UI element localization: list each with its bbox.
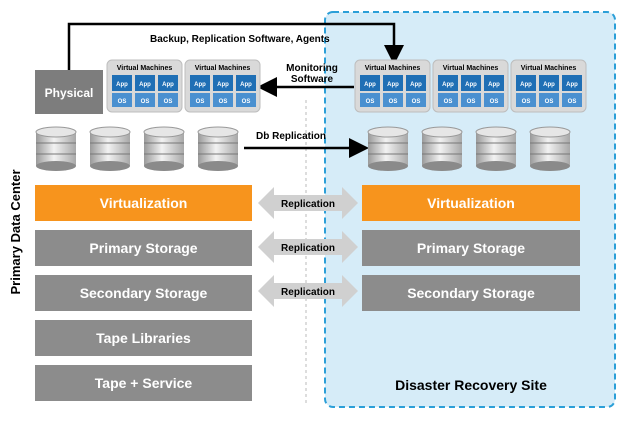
dr-secondary-storage-label: Secondary Storage: [407, 285, 535, 301]
replication-arrow-2: [258, 231, 358, 263]
tape-service-block: [35, 365, 252, 401]
replication-label-3: Replication: [281, 287, 335, 298]
database-icon: [35, 126, 77, 171]
physical-box: [35, 70, 103, 114]
os-label: OS: [389, 99, 398, 105]
app-label: App: [217, 82, 229, 88]
os-label: OS: [444, 99, 453, 105]
os-label: OS: [242, 99, 251, 105]
app-label: App: [465, 82, 477, 88]
app-label: App: [240, 82, 252, 88]
os-label: OS: [164, 99, 173, 105]
os-label: OS: [545, 99, 554, 105]
tape-service-label: Tape + Service: [95, 375, 193, 391]
app-label: App: [364, 82, 376, 88]
primary-secondary-storage-label: Secondary Storage: [80, 285, 208, 301]
db-replication-label: Db Replication: [256, 131, 326, 142]
primary-data-center-title: Primary Data Center: [8, 170, 23, 295]
vm-cluster-title: Virtual Machines: [443, 65, 499, 72]
primary-storage-block: [35, 230, 252, 266]
app-label: App: [442, 82, 454, 88]
vm-cluster-title: Virtual Machines: [521, 65, 577, 72]
app-label: App: [116, 82, 128, 88]
primary-storage-label: Primary Storage: [89, 240, 197, 256]
app-label: App: [520, 82, 532, 88]
database-icon: [197, 126, 239, 171]
dr-primary-storage-block: [362, 230, 580, 266]
dr-primary-storage-label: Primary Storage: [417, 240, 525, 256]
app-label: App: [387, 82, 399, 88]
os-label: OS: [522, 99, 531, 105]
os-label: OS: [196, 99, 205, 105]
os-label: OS: [141, 99, 150, 105]
database-icon: [89, 126, 131, 171]
backup-label: Backup, Replication Software, Agents: [150, 34, 330, 45]
database-icon: [143, 126, 185, 171]
dr-virtualization-label: Virtualization: [427, 195, 515, 211]
primary-virtualization-label: Virtualization: [100, 195, 188, 211]
backup-connector: [67, 22, 404, 70]
tape-libraries-block: [35, 320, 252, 356]
replication-arrow-3: [258, 275, 358, 307]
app-label: App: [488, 82, 500, 88]
os-label: OS: [467, 99, 476, 105]
os-label: OS: [366, 99, 375, 105]
os-label: OS: [490, 99, 499, 105]
tape-libraries-label: Tape Libraries: [96, 330, 191, 346]
os-label: OS: [568, 99, 577, 105]
monitoring-label-line2: Software: [291, 74, 334, 85]
dr-virtualization-block: [362, 185, 580, 221]
app-label: App: [543, 82, 555, 88]
os-label: OS: [412, 99, 421, 105]
monitoring-label-line1: Monitoring: [286, 63, 338, 74]
primary-virtualization-block: [35, 185, 252, 221]
database-icon: [421, 126, 463, 171]
database-icon: [529, 126, 571, 171]
app-label: App: [410, 82, 422, 88]
vm-cluster-title: Virtual Machines: [117, 65, 173, 72]
os-label: OS: [118, 99, 127, 105]
app-label: App: [566, 82, 578, 88]
os-label: OS: [219, 99, 228, 105]
dr-site-title: Disaster Recovery Site: [395, 377, 547, 393]
database-icon: [367, 126, 409, 171]
replication-label-2: Replication: [281, 243, 335, 254]
dr-secondary-storage-block: [362, 275, 580, 311]
app-label: App: [162, 82, 174, 88]
app-label: App: [194, 82, 206, 88]
database-icon: [475, 126, 517, 171]
physical-label: Physical: [45, 86, 94, 100]
replication-arrow-1: [258, 187, 358, 219]
app-label: App: [139, 82, 151, 88]
replication-label-1: Replication: [281, 199, 335, 210]
vm-cluster-title: Virtual Machines: [195, 65, 251, 72]
vm-cluster-title: Virtual Machines: [365, 65, 421, 72]
primary-secondary-storage-block: [35, 275, 252, 311]
